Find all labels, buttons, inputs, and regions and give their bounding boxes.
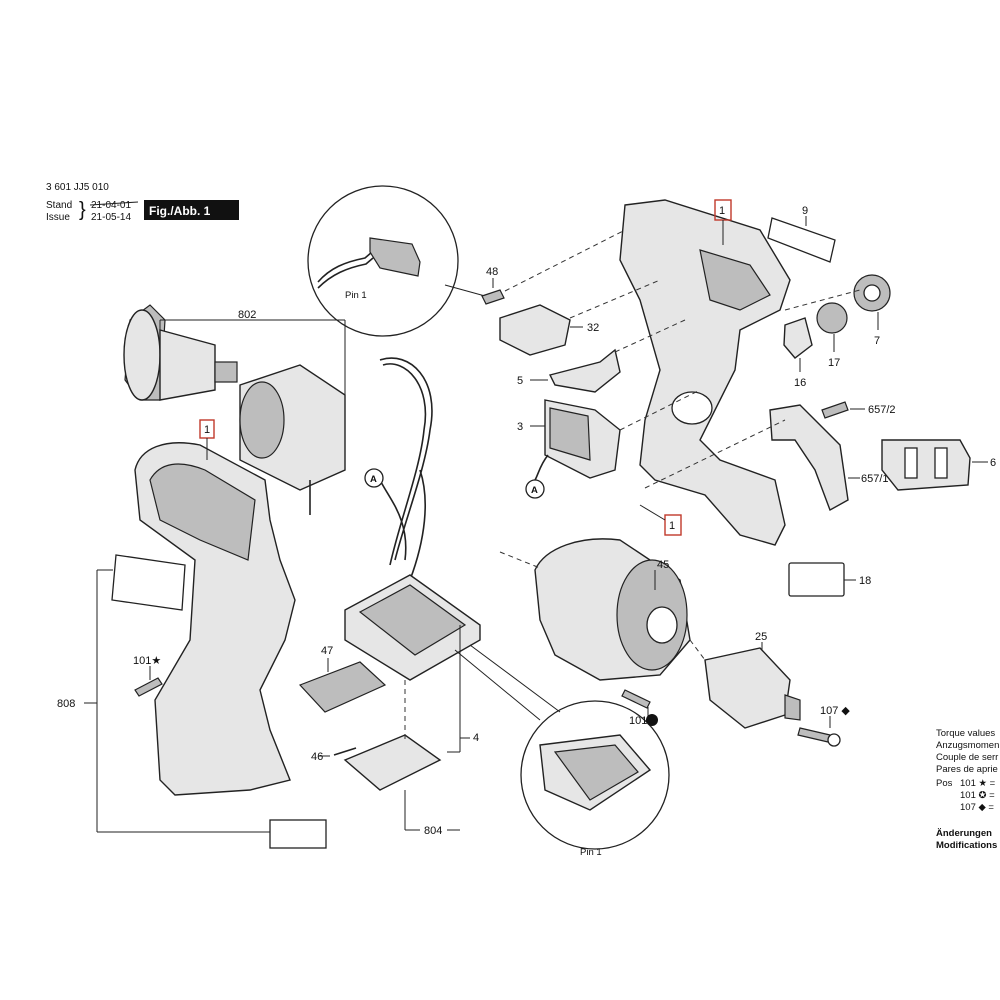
housing-shell-left	[134, 442, 296, 796]
document-header: 3 601 JJ5 010 Stand Issue } 21-04-01 21-…	[46, 182, 239, 223]
callout-17: 17	[828, 357, 840, 369]
placeholder-box-bottom	[269, 819, 327, 849]
changes-line-2: Modifications	[936, 840, 997, 851]
torque-pos-label: Pos	[936, 778, 953, 789]
assembly-guides	[504, 229, 861, 489]
callout-657-2: 657/2	[868, 404, 896, 416]
stand-date: 21-04-01	[91, 200, 131, 211]
callout-657-1: 657/1	[861, 473, 889, 485]
issue-date: 21-05-14	[91, 212, 131, 223]
callout-802: 802	[238, 309, 256, 321]
torque-values-block: Torque values Anzugsmomen Couple de serr…	[936, 728, 999, 851]
torque-pos-1: 101 ★ =	[960, 778, 996, 789]
part-7: 7	[853, 274, 891, 347]
callout-1-bottom: 1	[669, 520, 675, 532]
pin1-detail-top: Pin 1	[307, 185, 486, 337]
right-housing: 1 1	[619, 199, 791, 546]
callout-16: 16	[794, 377, 806, 389]
callout-808: 808	[57, 698, 75, 710]
callout-804: 804	[424, 825, 442, 837]
callout-46: 46	[311, 751, 323, 763]
callout-101-star: 101★	[133, 655, 161, 667]
label-plate-left	[111, 554, 186, 611]
motor-assembly: 802	[123, 304, 346, 515]
switch-module-47	[298, 661, 387, 713]
part-48: 48	[481, 266, 505, 305]
torque-line-3: Couple de serr	[936, 752, 998, 763]
left-housing: 808 1	[57, 419, 327, 849]
callout-4: 4	[473, 732, 479, 744]
changes-line-1: Änderungen	[936, 828, 992, 839]
doc-number: 3 601 JJ5 010	[46, 182, 109, 193]
screw-101-star: 101★	[133, 655, 163, 697]
callout-6: 6	[990, 457, 996, 469]
callout-32: 32	[587, 322, 599, 334]
callout-25: 25	[755, 631, 767, 643]
gearbox-assembly: 45	[499, 538, 691, 681]
pin1-label-bottom: Pin 1	[580, 847, 602, 858]
callout-1-top: 1	[719, 205, 725, 217]
circle-star-icon	[646, 714, 658, 726]
part-5-trigger: 5	[517, 348, 621, 393]
callout-7: 7	[874, 335, 880, 347]
chuck-25: 25	[689, 631, 801, 729]
callout-45: 45	[657, 559, 669, 571]
electronics-module: 4 47 46 804	[298, 574, 481, 837]
figure-label: Fig./Abb. 1	[149, 204, 211, 218]
part-657-1-clip: 657/1	[769, 404, 889, 512]
wire-harness: A A	[364, 357, 545, 581]
armature-body	[159, 329, 216, 401]
callout-107: 107 ◆	[820, 705, 850, 717]
connector-a-left-label: A	[370, 474, 377, 485]
callout-5: 5	[517, 375, 523, 387]
screw-101-circle: 101	[621, 689, 658, 727]
connector-a-left	[364, 468, 384, 488]
part-16: 16	[783, 317, 813, 389]
torque-line-2: Anzugsmomen	[936, 740, 999, 751]
torque-pos-3: 107 ◆ =	[960, 802, 994, 813]
part-3-switch: 3	[517, 399, 621, 481]
stand-date-strike	[89, 201, 139, 206]
part-9-label-plate: 9	[767, 205, 836, 263]
callout-box-1-bottom	[664, 514, 682, 536]
part-32: 32	[499, 304, 599, 356]
spring-46	[333, 747, 357, 756]
pin1-label-top: Pin 1	[345, 290, 367, 301]
connector-a-right-label: A	[531, 485, 538, 496]
pin1-detail-bottom: Pin 1	[454, 644, 670, 858]
callout-9: 9	[802, 205, 808, 217]
callout-101-circle: 101	[629, 715, 647, 727]
callout-47: 47	[321, 645, 333, 657]
stand-label: Stand	[46, 200, 72, 211]
connector-shape	[369, 237, 421, 277]
brace-glyph: }	[79, 199, 86, 221]
part-657-2-screw: 657/2	[821, 401, 896, 419]
issue-label: Issue	[46, 212, 70, 223]
figure-label-box	[144, 200, 239, 220]
callout-18: 18	[859, 575, 871, 587]
part-6-holder: 6	[881, 439, 996, 491]
part-18-box: 18	[788, 562, 871, 597]
callout-3: 3	[517, 421, 523, 433]
torque-line-1: Torque values	[936, 728, 995, 739]
callout-1-left: 1	[204, 424, 210, 436]
callout-48: 48	[486, 266, 498, 278]
board-cover-804	[343, 734, 442, 791]
torque-line-4: Pares de aprie	[936, 764, 998, 775]
torque-pos-2: 101 ✪ =	[960, 790, 995, 801]
part-17: 17	[816, 302, 848, 369]
screw-107: 107 ◆	[797, 705, 850, 747]
